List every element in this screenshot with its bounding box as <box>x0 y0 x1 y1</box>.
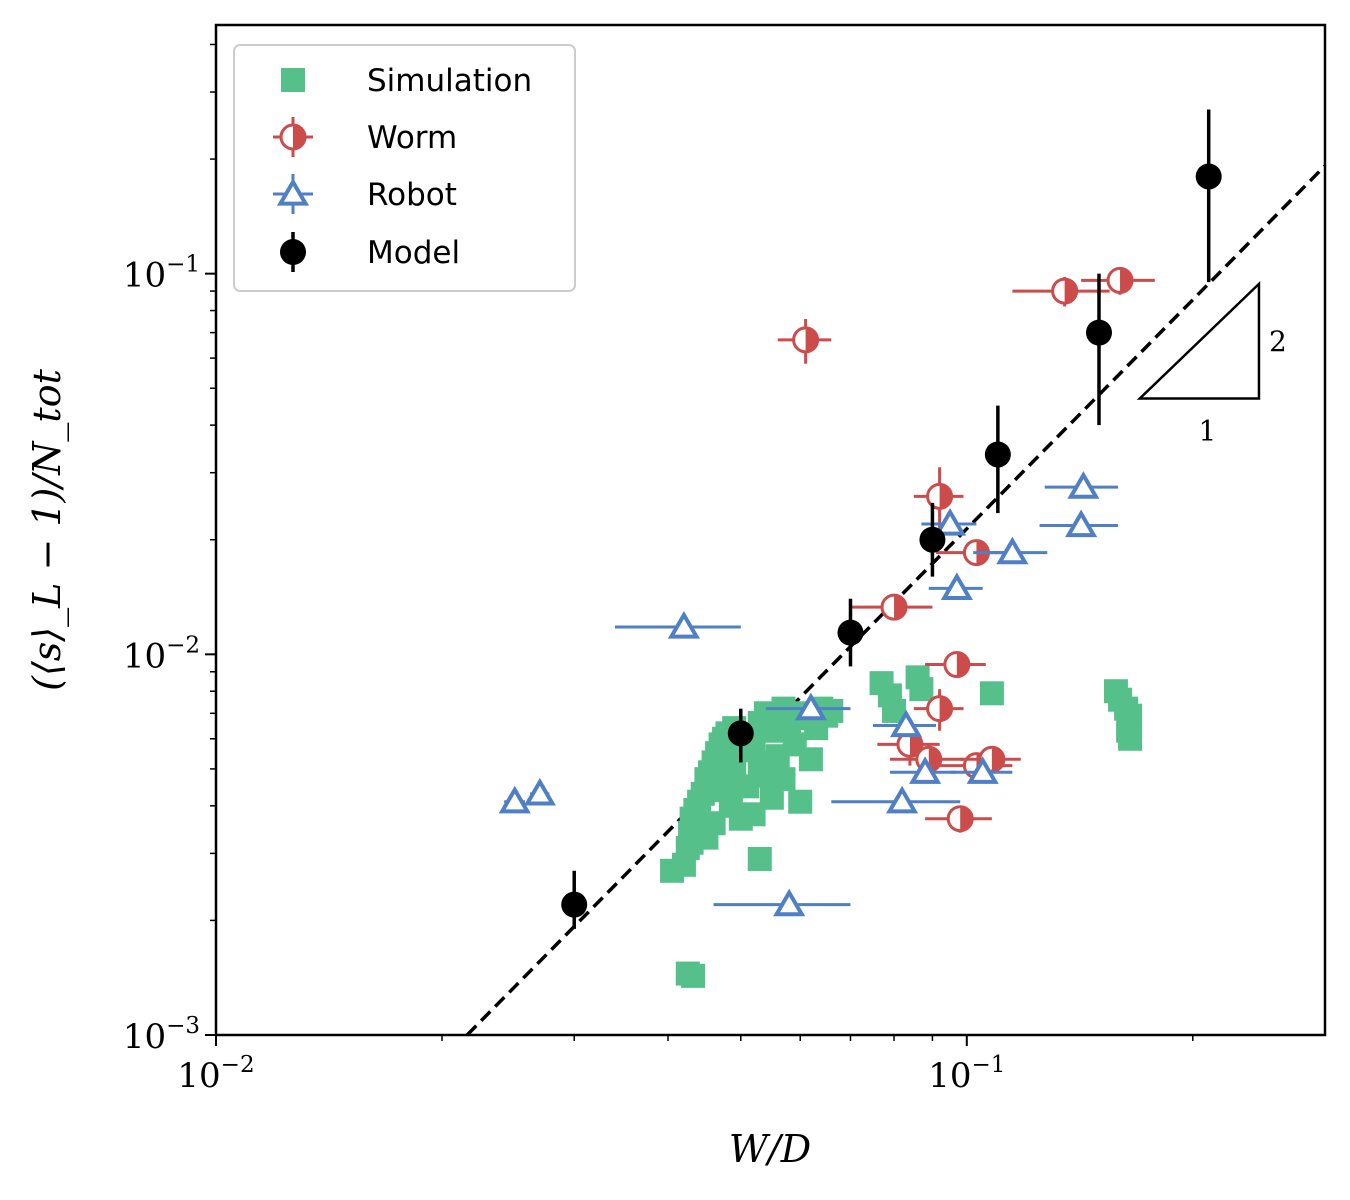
legend-label: Worm <box>367 120 457 156</box>
marker-fill <box>960 806 973 831</box>
slope-triangle-shape <box>1136 280 1261 400</box>
x-tick-label: 10−2 <box>177 1052 254 1096</box>
legend-label: Simulation <box>367 63 532 99</box>
marker-fill <box>805 327 818 352</box>
worm-point <box>946 805 974 833</box>
simulation-point <box>979 681 1004 706</box>
simulation-point <box>1118 726 1143 751</box>
simulation-point <box>771 767 796 792</box>
simulation-point <box>681 963 706 988</box>
legend-worm-marker <box>279 123 307 151</box>
slope-triangle: 12 <box>1136 280 1287 447</box>
y-tick-label: 10−1 <box>123 252 200 296</box>
robot-point <box>940 572 973 601</box>
x-axis-label: W/D <box>729 1127 811 1171</box>
marker-fill <box>991 747 1004 772</box>
marker-fill <box>1064 279 1077 304</box>
robot-point <box>996 536 1029 565</box>
worm-point <box>792 326 820 354</box>
simulation-point <box>788 789 813 814</box>
series-worm <box>777 266 1155 833</box>
worm-point <box>1051 277 1079 305</box>
robot-point <box>885 785 919 814</box>
slope-run-label: 1 <box>1198 414 1216 447</box>
legend-model-marker <box>280 239 306 265</box>
robot-point <box>498 785 531 814</box>
series-robot <box>498 471 1118 917</box>
worm-point <box>926 482 954 510</box>
legend-box <box>233 44 576 292</box>
robot-point <box>889 709 923 738</box>
legend-entry-simulation: Simulation <box>281 63 532 99</box>
marker-fill <box>956 652 969 677</box>
legend-label: Robot <box>367 177 457 213</box>
simulation-point <box>747 846 772 871</box>
worm-point <box>1106 266 1134 294</box>
legend-entry-model: Model <box>280 232 460 272</box>
series-model <box>561 109 1222 929</box>
marker-fill <box>939 484 952 509</box>
legend-entry-worm: Worm <box>273 117 457 157</box>
robot-point <box>909 756 942 784</box>
worm-point <box>926 695 954 723</box>
legend-robot-marker <box>276 178 310 206</box>
worm-point <box>880 593 908 621</box>
series-simulation <box>660 665 1143 988</box>
simulation-point <box>909 677 934 702</box>
y-axis-label: (⟨s⟩_L − 1)/N_tot <box>25 368 70 690</box>
legend-entry-robot: Robot <box>273 174 457 214</box>
y-tick-label: 10−3 <box>123 1013 200 1057</box>
simulation-point <box>798 747 823 772</box>
model-point <box>1195 163 1222 190</box>
data-points-layer <box>498 109 1222 988</box>
y-tick-label: 10−2 <box>123 632 200 676</box>
marker-fill <box>939 696 952 721</box>
robot-point <box>966 756 999 784</box>
marker-fill <box>1120 268 1133 293</box>
model-point <box>837 619 864 646</box>
x-tick-label: 10−1 <box>928 1052 1005 1096</box>
plot-frame <box>214 23 1327 1037</box>
model-point <box>1085 319 1112 346</box>
robot-point <box>933 508 967 536</box>
legend-label: Model <box>367 235 460 271</box>
model-point <box>919 526 946 553</box>
worm-point <box>943 651 971 679</box>
robot-point <box>1067 471 1100 499</box>
slope-rise-label: 2 <box>1269 325 1287 358</box>
legend-simulation-marker <box>281 68 305 92</box>
model-point <box>984 441 1011 468</box>
robot-point <box>1065 509 1098 538</box>
robot-point <box>523 777 556 806</box>
robot-point <box>773 888 806 917</box>
marker-fill <box>293 125 305 149</box>
model-point <box>727 720 754 747</box>
model-point <box>561 891 588 918</box>
robot-point <box>667 610 701 639</box>
marker-fill <box>894 595 907 620</box>
robot-point <box>794 692 827 721</box>
